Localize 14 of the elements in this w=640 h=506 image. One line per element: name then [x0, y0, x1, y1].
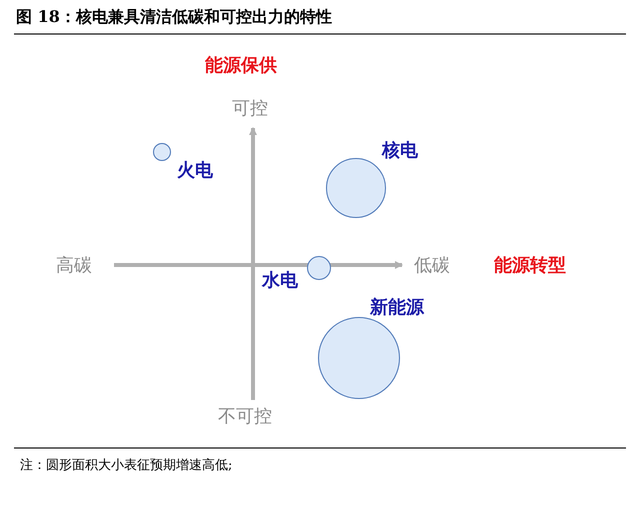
quadrant-label: 能源保供 [205, 54, 277, 77]
figure-title: 图 18：核电兼具清洁低碳和可控出力的特性 [16, 7, 332, 28]
circle-label: 核电 [382, 139, 418, 162]
circle-label: 火电 [177, 159, 213, 182]
circle [153, 143, 171, 161]
axis-label: 不可控 [218, 405, 272, 428]
circle-label: 水电 [262, 269, 298, 292]
quadrant-label: 能源转型 [494, 254, 566, 277]
axis-label: 高碳 [56, 254, 92, 277]
axis-label: 可控 [232, 97, 268, 120]
axis-label: 低碳 [414, 254, 450, 277]
circle [307, 256, 331, 280]
circle-label: 新能源 [370, 296, 424, 319]
note: 注：圆形面积大小表征预期增速高低; [20, 457, 232, 474]
